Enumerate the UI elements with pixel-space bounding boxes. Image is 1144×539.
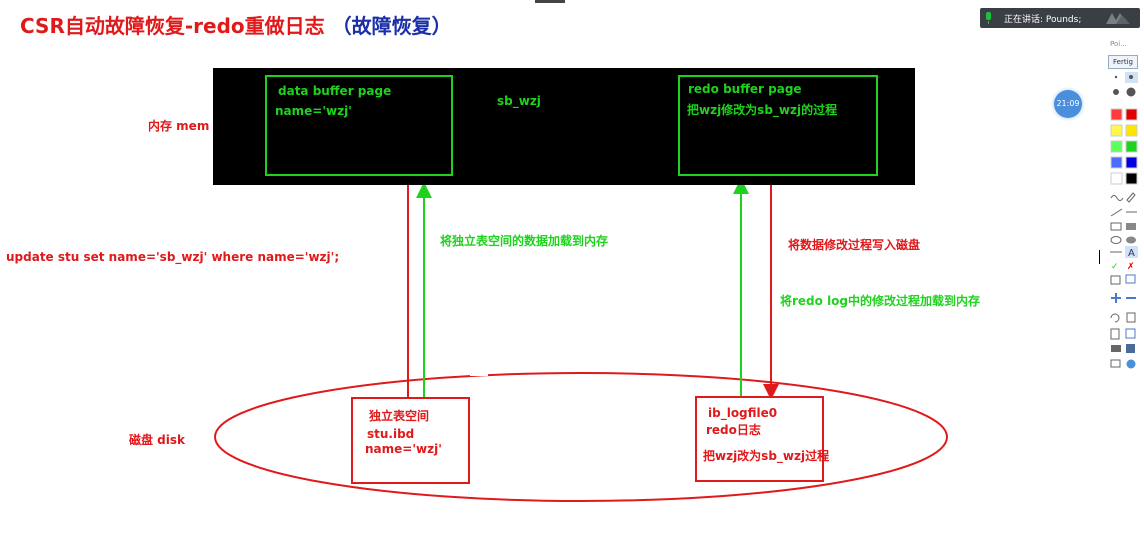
data-buffer-content: name='wzj' <box>275 104 352 118</box>
pen-size-small-icon <box>1114 75 1118 79</box>
logfile-title: ib_logfile0 <box>708 406 778 420</box>
undo-icon <box>1110 313 1120 323</box>
write-to-disk-label: 将数据修改过程写入磁盘 <box>788 238 921 252</box>
screen-icon <box>1110 359 1121 368</box>
tablespace-box <box>351 397 470 484</box>
new-page-icon <box>1110 328 1120 340</box>
check-icon: ✓ <box>1111 262 1119 272</box>
crop-icon <box>1110 275 1121 285</box>
logfile-content: 把wzj改为sb_wzj过程 <box>703 449 830 463</box>
line-tool-icon <box>1110 208 1123 217</box>
speaking-indicator: 正在讲话: Pounds; <box>980 8 1140 28</box>
mem-label: 内存 mem <box>148 119 210 133</box>
disk-label: 磁盘 disk <box>129 433 186 447</box>
color-palette <box>1110 108 1138 185</box>
title-main: CSR自动故障恢复-redo重做日志 <box>20 14 325 38</box>
sql-statement: update stu set name='sb_wzj' where name=… <box>6 250 340 264</box>
freehand-icon <box>1110 195 1124 201</box>
color-swatch[interactable] <box>1110 124 1123 137</box>
color-swatch[interactable] <box>1110 140 1123 153</box>
filled-rectangle-icon <box>1126 223 1136 230</box>
trash-icon <box>1126 312 1136 323</box>
speaking-text: 正在讲话: Pounds; <box>1004 15 1082 25</box>
tablespace-content: name='wzj' <box>365 442 442 456</box>
app-logo-icon <box>1106 13 1130 24</box>
color-swatch[interactable] <box>1125 140 1138 153</box>
text-cursor <box>1099 250 1100 264</box>
page-title: CSR自动故障恢复-redo重做日志 （故障恢复） <box>20 10 452 39</box>
info-icon <box>1126 359 1136 369</box>
print-icon <box>1111 345 1121 352</box>
cross-icon: ✗ <box>1127 262 1135 272</box>
clock-badge[interactable]: 21:09 <box>1054 90 1082 118</box>
title-paren: （故障恢复） <box>331 14 452 38</box>
color-swatch[interactable] <box>1110 108 1123 121</box>
text-tool-icon: A <box>1128 248 1135 259</box>
zoom-icon <box>1125 274 1136 284</box>
rectangle-tool-icon <box>1110 222 1122 231</box>
arrow-label-sb-wzj: sb_wzj <box>497 94 541 108</box>
pencil-icon <box>1126 192 1136 203</box>
toolbar-header: Poi... <box>1110 40 1127 48</box>
tablespace-file: stu.ibd <box>367 427 415 441</box>
ellipse-tool-icon <box>1110 236 1122 244</box>
save-icon <box>1126 344 1135 353</box>
memory-region <box>213 68 915 185</box>
pen-size-medium-icon <box>1129 75 1133 79</box>
filled-ellipse-icon <box>1126 236 1136 244</box>
load-to-mem-label: 将独立表空间的数据加载到内存 <box>440 234 609 248</box>
drawing-toolbar: Poi... Fertig A ✓ ✗ <box>1108 40 1140 375</box>
pen-size-xlarge-icon <box>1126 87 1136 97</box>
data-buffer-box <box>265 75 453 176</box>
color-swatch[interactable] <box>1110 156 1123 169</box>
color-swatch[interactable] <box>1110 172 1123 185</box>
color-swatch[interactable] <box>1125 156 1138 169</box>
logfile-subtitle: redo日志 <box>706 423 761 437</box>
microphone-icon <box>986 12 991 24</box>
tablespace-title: 独立表空间 <box>369 409 430 423</box>
logfile-box <box>695 396 824 482</box>
redo-load-label: 将redo log中的修改过程加载到内存 <box>780 294 981 308</box>
color-swatch[interactable] <box>1125 172 1138 185</box>
pen-size-large-icon <box>1113 89 1119 95</box>
data-buffer-title: data buffer page <box>278 84 392 98</box>
color-swatch[interactable] <box>1125 124 1138 137</box>
redo-buffer-box <box>678 75 878 176</box>
preset-button[interactable]: Fertig <box>1108 55 1138 69</box>
top-window-tab <box>535 0 565 3</box>
redo-buffer-content: 把wzj修改为sb_wzj的过程 <box>687 103 838 117</box>
redo-buffer-title: redo buffer page <box>688 82 802 96</box>
toolbar-tools: A ✓ ✗ <box>1110 72 1138 369</box>
color-swatch[interactable] <box>1125 108 1138 121</box>
disk-ellipse <box>214 372 948 502</box>
copy-icon <box>1125 328 1136 339</box>
